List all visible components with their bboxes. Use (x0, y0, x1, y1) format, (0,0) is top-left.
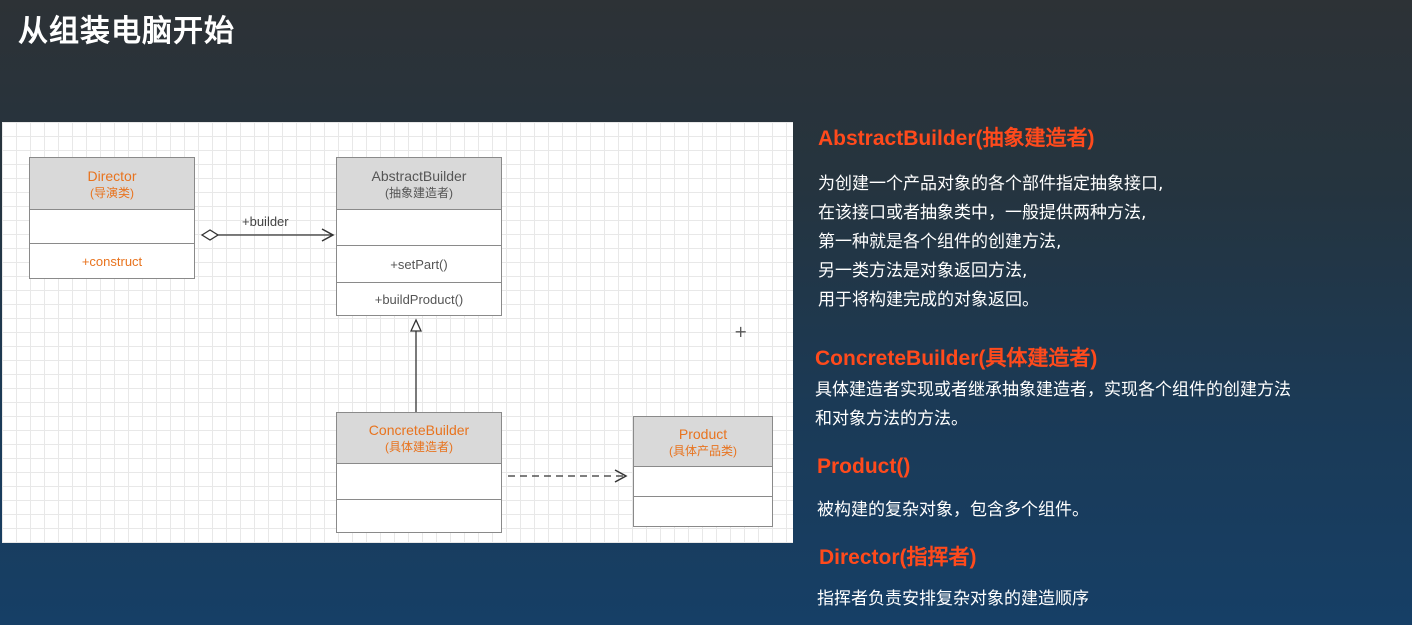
section-heading-product: Product() (817, 455, 911, 478)
generalization-connector (409, 318, 423, 412)
text-line: 在该接口或者抽象类中，一般提供两种方法, (818, 203, 1147, 223)
abstract-builder-op-buildproduct: +buildProduct() (374, 291, 464, 307)
text-line: 指挥者负责安排复杂对象的建造顺序 (817, 589, 1089, 609)
director-name: Director (87, 167, 137, 184)
product-name: Product (678, 425, 728, 442)
director-attributes (30, 210, 194, 244)
text-line: 为创建一个产品对象的各个部件指定抽象接口, (818, 174, 1164, 194)
aggregation-diamond (200, 229, 220, 241)
section-heading-abstract-builder: AbstractBuilder(抽象建造者) (818, 127, 1095, 150)
abstract-builder-attributes (337, 210, 501, 246)
uml-connectors (200, 228, 628, 483)
section-body-product: 被构建的复杂对象，包含多个组件。 (817, 496, 1089, 525)
aggregation-connector (200, 228, 335, 242)
slide-title: 从组装电脑开始 (18, 14, 235, 49)
abstract-builder-op-setpart: +setPart() (337, 246, 501, 283)
section-body-abstract-builder: 为创建一个产品对象的各个部件指定抽象接口, 在该接口或者抽象类中，一般提供两种方… (818, 170, 1163, 315)
text-line: 和对象方法的方法。 (815, 409, 968, 429)
product-attributes (634, 467, 772, 497)
section-heading-director: Director(指挥者) (819, 546, 977, 569)
section-heading-concrete-builder: ConcreteBuilder(具体建造者) (815, 347, 1098, 370)
concrete-builder-operations (337, 500, 501, 532)
text-line: 另一类方法是对象返回方法, (818, 261, 1028, 281)
cursor-crosshair-icon: + (734, 322, 748, 341)
concrete-builder-name: ConcreteBuilder (368, 422, 470, 438)
product-subtitle: (具体产品类) (669, 443, 737, 458)
section-body-concrete-builder: 具体建造者实现或者继承抽象建造者，实现各个组件的创建方法 和对象方法的方法。 (815, 376, 1291, 434)
director-operation: +construct (81, 253, 143, 269)
text-line: 具体建造者实现或者继承抽象建造者，实现各个组件的创建方法 (815, 380, 1291, 400)
abstract-builder-header: AbstractBuilder (抽象建造者) (337, 158, 501, 210)
abstract-builder-subtitle: (抽象建造者) (385, 185, 453, 200)
generalization-triangle (409, 318, 423, 332)
concrete-builder-header: ConcreteBuilder (具体建造者) (337, 413, 501, 464)
abstract-builder-name: AbstractBuilder (371, 167, 467, 184)
director-header: Director (导演类) (30, 158, 194, 210)
concrete-builder-attributes (337, 464, 501, 500)
section-body-director: 指挥者负责安排复杂对象的建造顺序 (817, 585, 1089, 614)
product-header: Product (具体产品类) (634, 417, 772, 467)
text-line: 用于将构建完成的对象返回。 (818, 290, 1039, 310)
concrete-builder-subtitle: (具体建造者) (385, 440, 453, 454)
director-class[interactable]: Director (导演类) +construct (29, 157, 195, 279)
association-label: +builder (242, 214, 289, 229)
text-line: 第一种就是各个组件的创建方法, (818, 232, 1062, 252)
director-subtitle: (导演类) (90, 185, 134, 200)
uml-diagram: +builder + Director (导演类) +construct Abs… (2, 122, 793, 543)
product-operations (634, 497, 772, 526)
concrete-builder-class[interactable]: ConcreteBuilder (具体建造者) (336, 412, 502, 533)
product-class[interactable]: Product (具体产品类) (633, 416, 773, 527)
text-line: 被构建的复杂对象，包含多个组件。 (817, 500, 1089, 520)
abstract-builder-class[interactable]: AbstractBuilder (抽象建造者) +setPart() +buil… (336, 157, 502, 316)
